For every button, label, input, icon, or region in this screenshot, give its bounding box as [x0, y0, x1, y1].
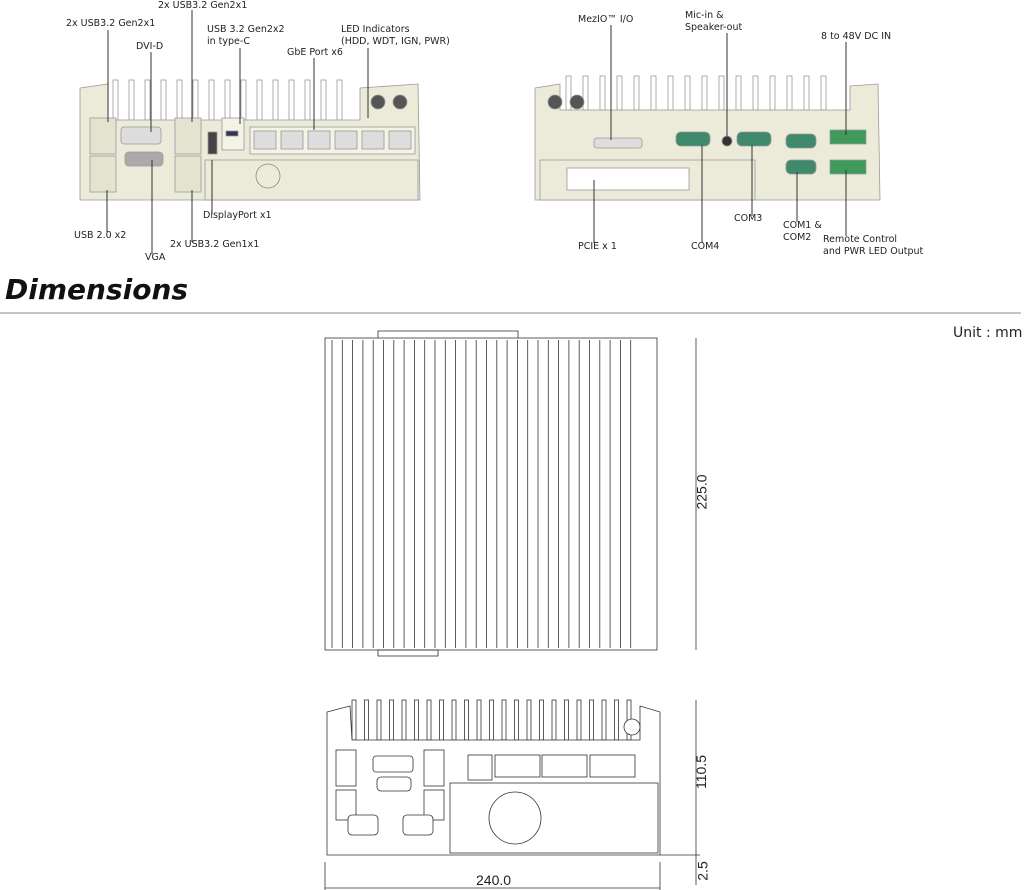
foot-dimension: 2.5	[694, 861, 711, 881]
label-usb-gen2-left: 2x USB3.2 Gen2x1	[66, 18, 156, 29]
label-remote-1: Remote Control	[823, 234, 898, 245]
heatsink-fin	[599, 75, 606, 111]
rj45-port	[334, 130, 358, 150]
heatsink-fin	[718, 75, 725, 111]
label-com3: COM3	[734, 213, 763, 224]
heatsink-fin	[576, 699, 582, 741]
heatsink-fin	[476, 699, 482, 741]
heatsink-fin	[364, 699, 369, 741]
heatsink-fin	[501, 699, 507, 741]
heatsink-fin	[464, 699, 469, 741]
label-mezio: MezIO™ I/O	[578, 14, 634, 25]
top-view-drawing	[324, 330, 658, 657]
heatsink-fin	[240, 79, 247, 121]
heatsink-fin	[514, 699, 519, 741]
label-com4: COM4	[691, 241, 720, 252]
heatsink-fin	[426, 699, 432, 741]
heatsink-fin	[589, 699, 594, 741]
label-gbe-ports: GbE Port x6	[287, 47, 343, 58]
heatsink-fin	[614, 699, 619, 741]
heatsink-fin	[451, 699, 457, 741]
heatsink-fin	[601, 699, 607, 741]
label-mic-1: Mic-in &	[685, 10, 724, 21]
heatsink-fin	[144, 79, 151, 121]
heatsink-fin	[564, 699, 569, 741]
width-dimension: 240.0	[476, 872, 512, 888]
heatsink-fin	[320, 79, 327, 121]
heatsink-fin	[288, 79, 295, 121]
label-usb-gen1: 2x USB3.2 Gen1x1	[170, 239, 260, 250]
label-usb-typec-1: USB 3.2 Gen2x2	[207, 24, 285, 35]
heatsink-fin	[439, 699, 444, 741]
rj45-port	[253, 130, 277, 150]
heatsink-fin	[633, 75, 640, 111]
heatsink-fin	[526, 699, 532, 741]
heatsink-fin	[176, 79, 183, 121]
heatsink-fin	[376, 699, 382, 741]
heatsink-fin	[112, 79, 119, 121]
rj45-port	[307, 130, 331, 150]
heatsink-fin	[786, 75, 793, 111]
heatsink-fin	[414, 699, 419, 741]
label-dvi-d: DVI-D	[136, 41, 164, 52]
heatsink-fin	[192, 79, 199, 121]
heatsink-fin	[401, 699, 407, 741]
heatsink-fin	[304, 79, 311, 121]
heatsink-fin	[735, 75, 742, 111]
heatsink-fin	[803, 75, 810, 111]
label-vga: VGA	[145, 252, 166, 263]
heatsink-fin	[539, 699, 544, 741]
heatsink-fin	[769, 75, 776, 111]
unit-label: Unit : mm	[953, 325, 1023, 341]
heatsink-fin	[128, 79, 135, 121]
heatsink-fin	[272, 79, 279, 121]
heatsink-fin	[752, 75, 759, 111]
label-usb-gen2-top: 2x USB3.2 Gen2x1	[158, 0, 248, 11]
depth-dimension: 225.0	[693, 474, 710, 510]
heatsink-fin	[208, 79, 215, 121]
heatsink-fin	[389, 699, 394, 741]
label-led-1: LED Indicators	[341, 24, 410, 35]
label-pcie: PCIE x 1	[578, 241, 617, 252]
heatsink-fin	[160, 79, 167, 121]
heatsink-fin	[336, 79, 343, 121]
heatsink-fin	[351, 699, 357, 741]
rj45-port	[388, 130, 412, 150]
label-usb-typec-2: in type-C	[207, 36, 250, 47]
label-remote-2: and PWR LED Output	[823, 246, 924, 257]
front-panel-photo	[79, 79, 421, 201]
label-dc-in: 8 to 48V DC IN	[821, 31, 892, 42]
heatsink-fin	[551, 699, 557, 741]
height-dimension: 110.5	[693, 755, 709, 789]
label-usb20: USB 2.0 x2	[74, 230, 127, 241]
dimension-lines	[324, 338, 700, 890]
heatsink-fin	[489, 699, 494, 741]
rj45-port	[361, 130, 385, 150]
heatsink-fin	[650, 75, 657, 111]
heatsink-fin	[224, 79, 231, 121]
label-displayport: DisplayPort x1	[203, 210, 272, 221]
section-heading: Dimensions	[5, 273, 189, 306]
heatsink-fin	[616, 75, 623, 111]
heatsink-fin	[684, 75, 691, 111]
heatsink-fin	[256, 79, 263, 121]
front-view-drawing	[326, 699, 661, 856]
label-com12-1: COM1 &	[783, 220, 822, 231]
label-com12-2: COM2	[783, 232, 812, 243]
heatsink-fin	[701, 75, 708, 111]
heatsink-fin	[667, 75, 674, 111]
label-mic-2: Speaker-out	[685, 22, 743, 33]
callout-lines	[0, 10, 1021, 314]
heatsink-fin	[820, 75, 827, 111]
label-led-2: (HDD, WDT, IGN, PWR)	[341, 36, 450, 47]
rear-panel-photo	[534, 75, 881, 201]
rj45-port	[280, 130, 304, 150]
